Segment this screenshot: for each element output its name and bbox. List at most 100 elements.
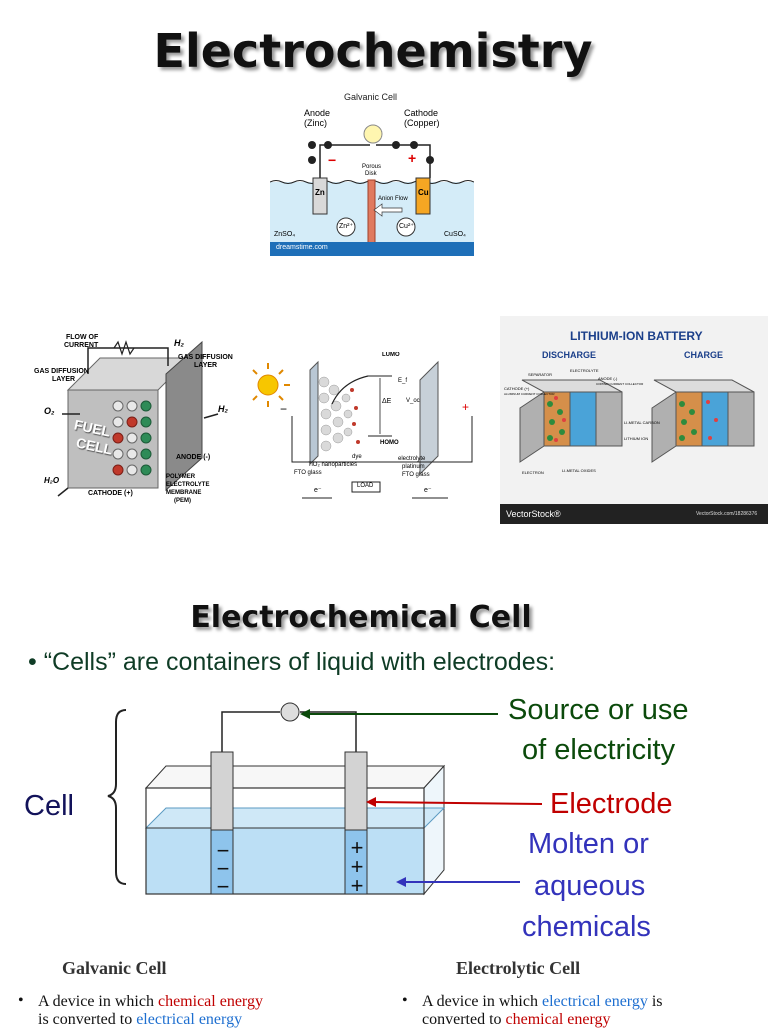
container-side — [423, 764, 445, 896]
molecule-balls — [112, 400, 152, 476]
liquid-top — [144, 807, 446, 829]
charge-label: CHARGE — [684, 350, 724, 360]
gdl-right-label-2: LAYER — [194, 362, 218, 369]
galvanic-bullet-mark: • — [18, 992, 24, 1009]
fuel-cell-figure: FLOW OF CURRENT GAS DIFFUSION LAYER GAS … — [18, 318, 246, 520]
chemicals-arrowhead — [396, 877, 406, 887]
molten-label-line3: chemicals — [522, 911, 651, 943]
gas-diffusion-plate — [165, 340, 203, 492]
platinum-label: platinum — [402, 464, 425, 470]
electrolytic-bullet-line2: converted to chemical energy — [422, 1011, 611, 1029]
resistor-icon — [113, 340, 135, 356]
galvanic-bullet-line1: A device in which chemical energy — [38, 993, 263, 1011]
dye-solar-cell-figure: LUMO HOMO ΔE E_f V_oc dye TiO₂ nanoparti… — [252, 352, 480, 504]
zn-ion-label: Zn²⁺ — [339, 223, 354, 230]
sun-icon — [252, 363, 290, 407]
dye-molecules — [350, 388, 360, 444]
water-arrow — [57, 487, 69, 497]
battery-charge — [651, 379, 755, 463]
electrolytic-electrical-energy: electrical energy — [541, 993, 648, 1010]
vectorstock-bar — [500, 504, 768, 524]
load-box — [351, 481, 381, 493]
voc-label: V_oc — [406, 398, 420, 404]
discharge-ions-green — [547, 401, 565, 441]
source-label-line2: of electricity — [522, 734, 676, 766]
electrolyte-label: ELECTROLYTE — [570, 368, 599, 373]
galvanic-text-2: is converted to — [38, 1011, 133, 1028]
plus-sign-1: + — [350, 835, 364, 860]
vectorstock-brand: VectorStock® — [506, 509, 561, 519]
anode-label: Anode — [304, 108, 331, 118]
lumo-label: LUMO — [382, 352, 400, 358]
fuel-cell-diagram — [57, 340, 219, 497]
membrane-label-1: POLYMER — [166, 474, 196, 480]
electrode-label: Electrode — [550, 788, 673, 820]
galvanic-cell-heading: Galvanic Cell — [62, 958, 167, 978]
liquid-front — [145, 827, 425, 895]
copper-ion — [396, 217, 416, 237]
electrolytic-text-1: A device in which — [422, 993, 538, 1010]
slide-title-electrochemical-cell: Electrochemical Cell — [190, 600, 532, 635]
load-label: LOAD — [357, 483, 374, 489]
electron-left-label: e⁻ — [314, 487, 322, 494]
electron-markers — [308, 141, 434, 164]
plus-sign: + — [408, 150, 417, 166]
charge-ions-green — [679, 401, 697, 441]
dye-label: dye — [352, 454, 362, 460]
znso4-label: ZnSO₄ — [274, 231, 296, 238]
lithium-title: LITHIUM-ION BATTERY — [570, 329, 703, 343]
wire-left — [319, 144, 370, 178]
minus-sign: − — [328, 152, 337, 168]
source-circle — [280, 702, 300, 722]
zinc-ion — [336, 217, 356, 237]
container-front — [145, 787, 425, 895]
molten-label-line1: Molten or — [528, 828, 649, 860]
galvanic-cell-diagram — [270, 124, 474, 256]
electrolytic-cell-heading: Electrolytic Cell — [456, 958, 581, 978]
plus-sign-2: + — [350, 854, 364, 879]
galvanic-footer-text: dreamstime.com — [276, 244, 328, 251]
lithium-ion-diagram — [500, 379, 768, 524]
electrolytic-bullet-mark: • — [402, 992, 408, 1009]
right-electrode-upper — [344, 751, 368, 831]
membrane-label-4: (PEM) — [174, 498, 191, 504]
cu-collector-label: COPPER CURRENT COLLECTOR — [596, 382, 644, 386]
h2-right-label: H₂ — [218, 404, 228, 414]
zn-label: Zn — [315, 188, 325, 197]
minus-sign-1: − — [216, 838, 230, 863]
dssc-minus: − — [280, 402, 288, 416]
slide-title-electrochemistry: Electrochemistry — [153, 24, 593, 78]
vectorstock-url: VectorStock.com/18286376 — [696, 511, 758, 517]
flow-label: FLOW OF — [66, 334, 99, 341]
al-collector-label: ALUMINUM CURRENT COLLECTOR — [504, 392, 555, 396]
separator-label: SEPARATOR — [528, 372, 553, 377]
gdl-left-label: GAS DIFFUSION — [34, 368, 89, 375]
cathode-label: CATHODE (+) — [504, 386, 530, 391]
electrode-arrow — [373, 801, 543, 805]
copper-electrode — [415, 177, 431, 215]
gdl-right-label: GAS DIFFUSION — [178, 354, 233, 361]
right-fto-glass — [419, 360, 439, 476]
electrolytic-chemical-energy: chemical energy — [505, 1011, 611, 1028]
o2-label: O₂ — [44, 406, 55, 416]
left-fto-glass — [309, 360, 319, 466]
homo-label: HOMO — [380, 440, 399, 446]
discharge-ions-red — [554, 396, 566, 442]
dssc-plus: + — [462, 400, 470, 414]
membrane-label-2: ELECTROLYTE — [166, 482, 210, 488]
cell-label: Cell — [24, 790, 74, 822]
source-arrowhead — [300, 709, 310, 719]
left-electrode-upper — [210, 751, 234, 831]
zinc-electrode — [312, 177, 328, 215]
flow-label-2: CURRENT — [64, 342, 99, 349]
delta-e-label: ΔE — [382, 398, 392, 405]
lithium-ion-label: LITHIUM ION — [624, 436, 649, 441]
lithium-ion-figure: LITHIUM-ION BATTERY DISCHARGE CHARGE SEP… — [500, 316, 768, 524]
fto-right-label: FTO glass — [402, 472, 430, 478]
left-electrode-lower — [210, 829, 234, 895]
electrolytic-bullet-line1: A device in which electrical energy is — [422, 993, 663, 1011]
electrode-arrowhead — [366, 797, 376, 807]
h2-arrow — [203, 413, 219, 419]
li-metal-oxides-label: LI-METAL OXIDES — [562, 468, 596, 473]
galvanic-electrical-energy: electrical energy — [136, 1011, 243, 1028]
